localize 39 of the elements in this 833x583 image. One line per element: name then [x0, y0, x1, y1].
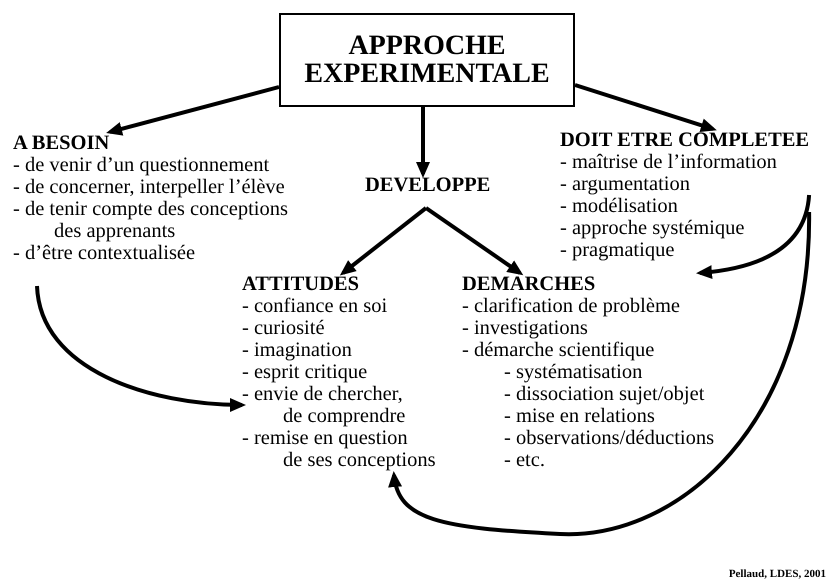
list-item: - confiance en soi [242, 295, 388, 317]
list-item: - mise en relations [504, 405, 656, 427]
list-item: - argumentation [560, 173, 691, 195]
list-heading: DEVELOPPE [365, 174, 490, 196]
list-heading: DOIT ETRE COMPLETEE [560, 129, 810, 151]
list-item: - remise en question de ses conceptions [242, 427, 437, 471]
arrow [340, 206, 428, 276]
curved-arrow [389, 212, 812, 536]
list-item: - de concerner, interpeller l’élève [13, 176, 286, 198]
list-item: - démarche scientifique [462, 339, 656, 361]
list-item: - systématisation [504, 361, 644, 383]
list-item: - imagination [242, 339, 353, 361]
list-item: - pragmatique [560, 239, 676, 261]
list-item: - de tenir compte des conceptions des apprenants [13, 198, 289, 242]
curved-arrow [35, 286, 246, 412]
list-heading: A BESOIN [13, 132, 110, 154]
list-item: - maîtrise de l’information [560, 151, 778, 173]
citation: Pellaud, LDES, 2001 [728, 568, 826, 580]
list-heading: ATTITUDES [242, 273, 360, 295]
list-item: - de venir d’un questionnement [13, 154, 270, 176]
arrow [574, 83, 717, 132]
list-item: - envie de chercher, de comprendre [242, 383, 406, 427]
list-item: - approche systémique [560, 217, 746, 239]
list-item: - observations/déductions [504, 427, 714, 449]
arrow [416, 107, 430, 178]
list-item: - modélisation [560, 195, 679, 217]
list-heading: DEMARCHES [462, 273, 596, 295]
list-item: - esprit critique [242, 361, 368, 383]
title-text: APPROCHE EXPERIMENTALE [303, 32, 551, 88]
title-box [279, 13, 575, 107]
arrow [424, 206, 524, 276]
list-item: - d’être contextualisée [13, 242, 196, 264]
list-item: - investigations [462, 317, 589, 339]
list-item: - clarification de problème [462, 295, 681, 317]
list-item: - dissociation sujet/objet [504, 383, 706, 405]
curved-arrow [696, 194, 812, 279]
list-item: - etc. [504, 449, 546, 471]
list-item: - curiosité [242, 317, 326, 339]
arrow [106, 85, 280, 136]
